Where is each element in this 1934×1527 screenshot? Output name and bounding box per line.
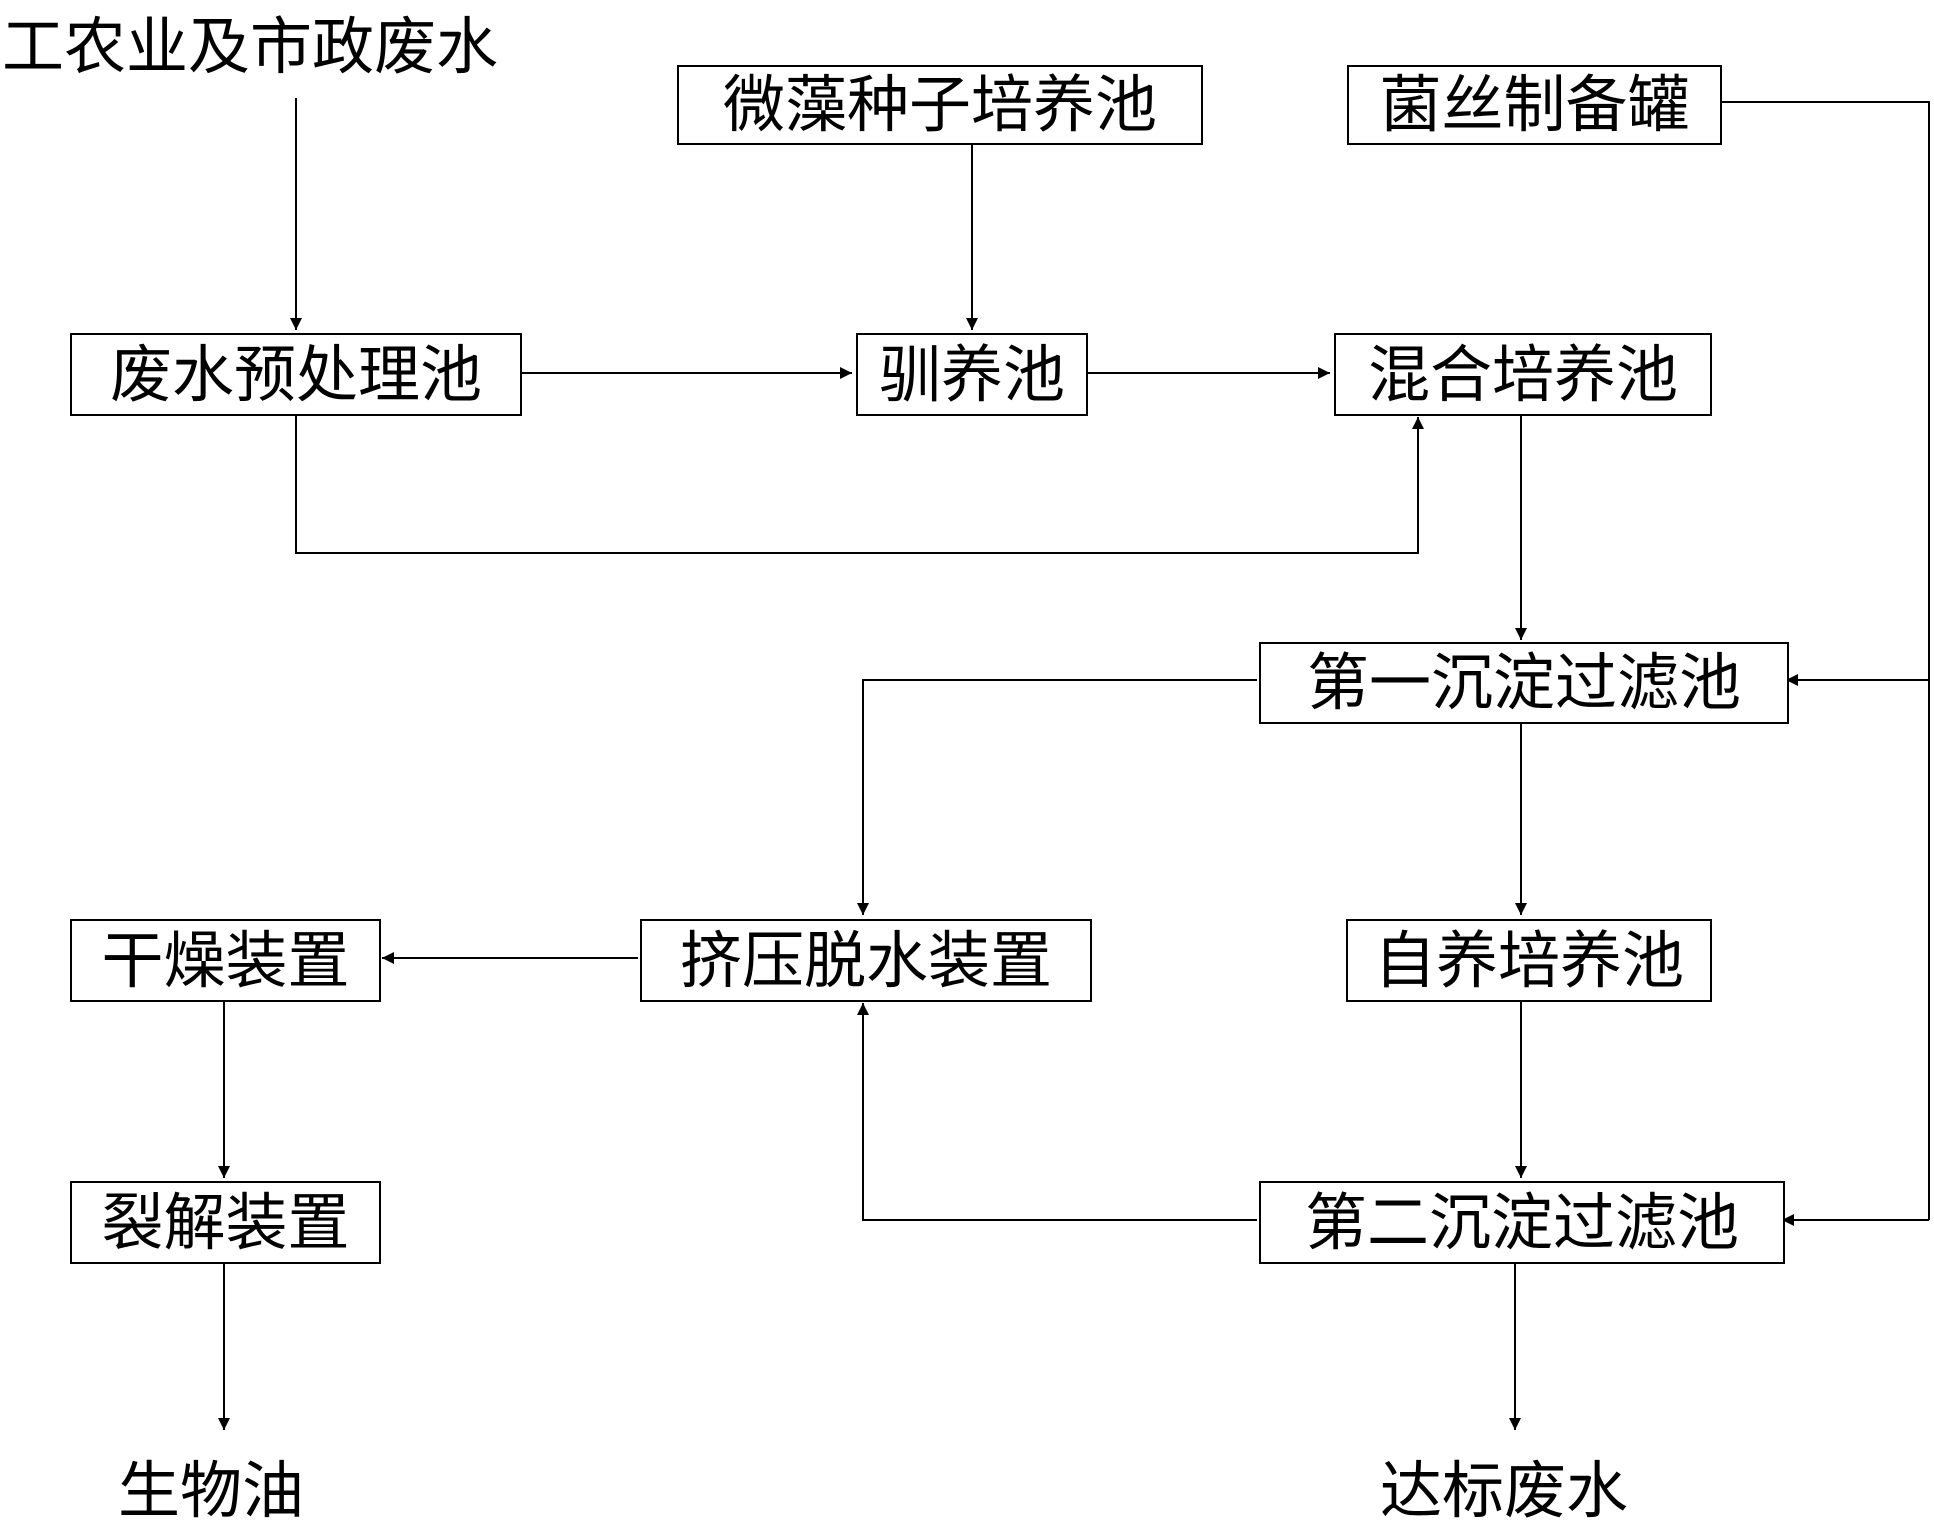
compliant-wastewater-label: 达标废水	[1380, 1454, 1629, 1527]
connector-second-filter-to-press	[857, 1003, 1257, 1221]
pretreatment-tank-box: 废水预处理池	[70, 333, 522, 416]
acclimation-tank-box: 驯养池	[856, 333, 1088, 416]
fungal-prep-tank-box: 菌丝制备罐	[1347, 65, 1722, 145]
source-label: 工农业及市政废水	[2, 10, 499, 83]
connector-first-filter-to-press	[857, 679, 1257, 915]
mixed-culture-tank-box: 混合培养池	[1334, 333, 1712, 416]
cracking-device-box: 裂解装置	[70, 1181, 381, 1264]
connector-pretreatment-bypass-to-mixed	[295, 415, 1424, 554]
autotrophic-tank-box: 自养培养池	[1346, 919, 1712, 1002]
press-dewatering-box: 挤压脱水装置	[640, 919, 1092, 1002]
connector-fungal-right-rail	[1720, 101, 1930, 1220]
first-sediment-filter-box: 第一沉淀过滤池	[1259, 642, 1789, 724]
microalgae-seed-tank-box: 微藻种子培养池	[677, 65, 1203, 145]
second-sediment-filter-box: 第二沉淀过滤池	[1259, 1181, 1785, 1264]
drying-device-box: 干燥装置	[70, 919, 381, 1002]
bio-oil-label: 生物油	[118, 1454, 305, 1527]
